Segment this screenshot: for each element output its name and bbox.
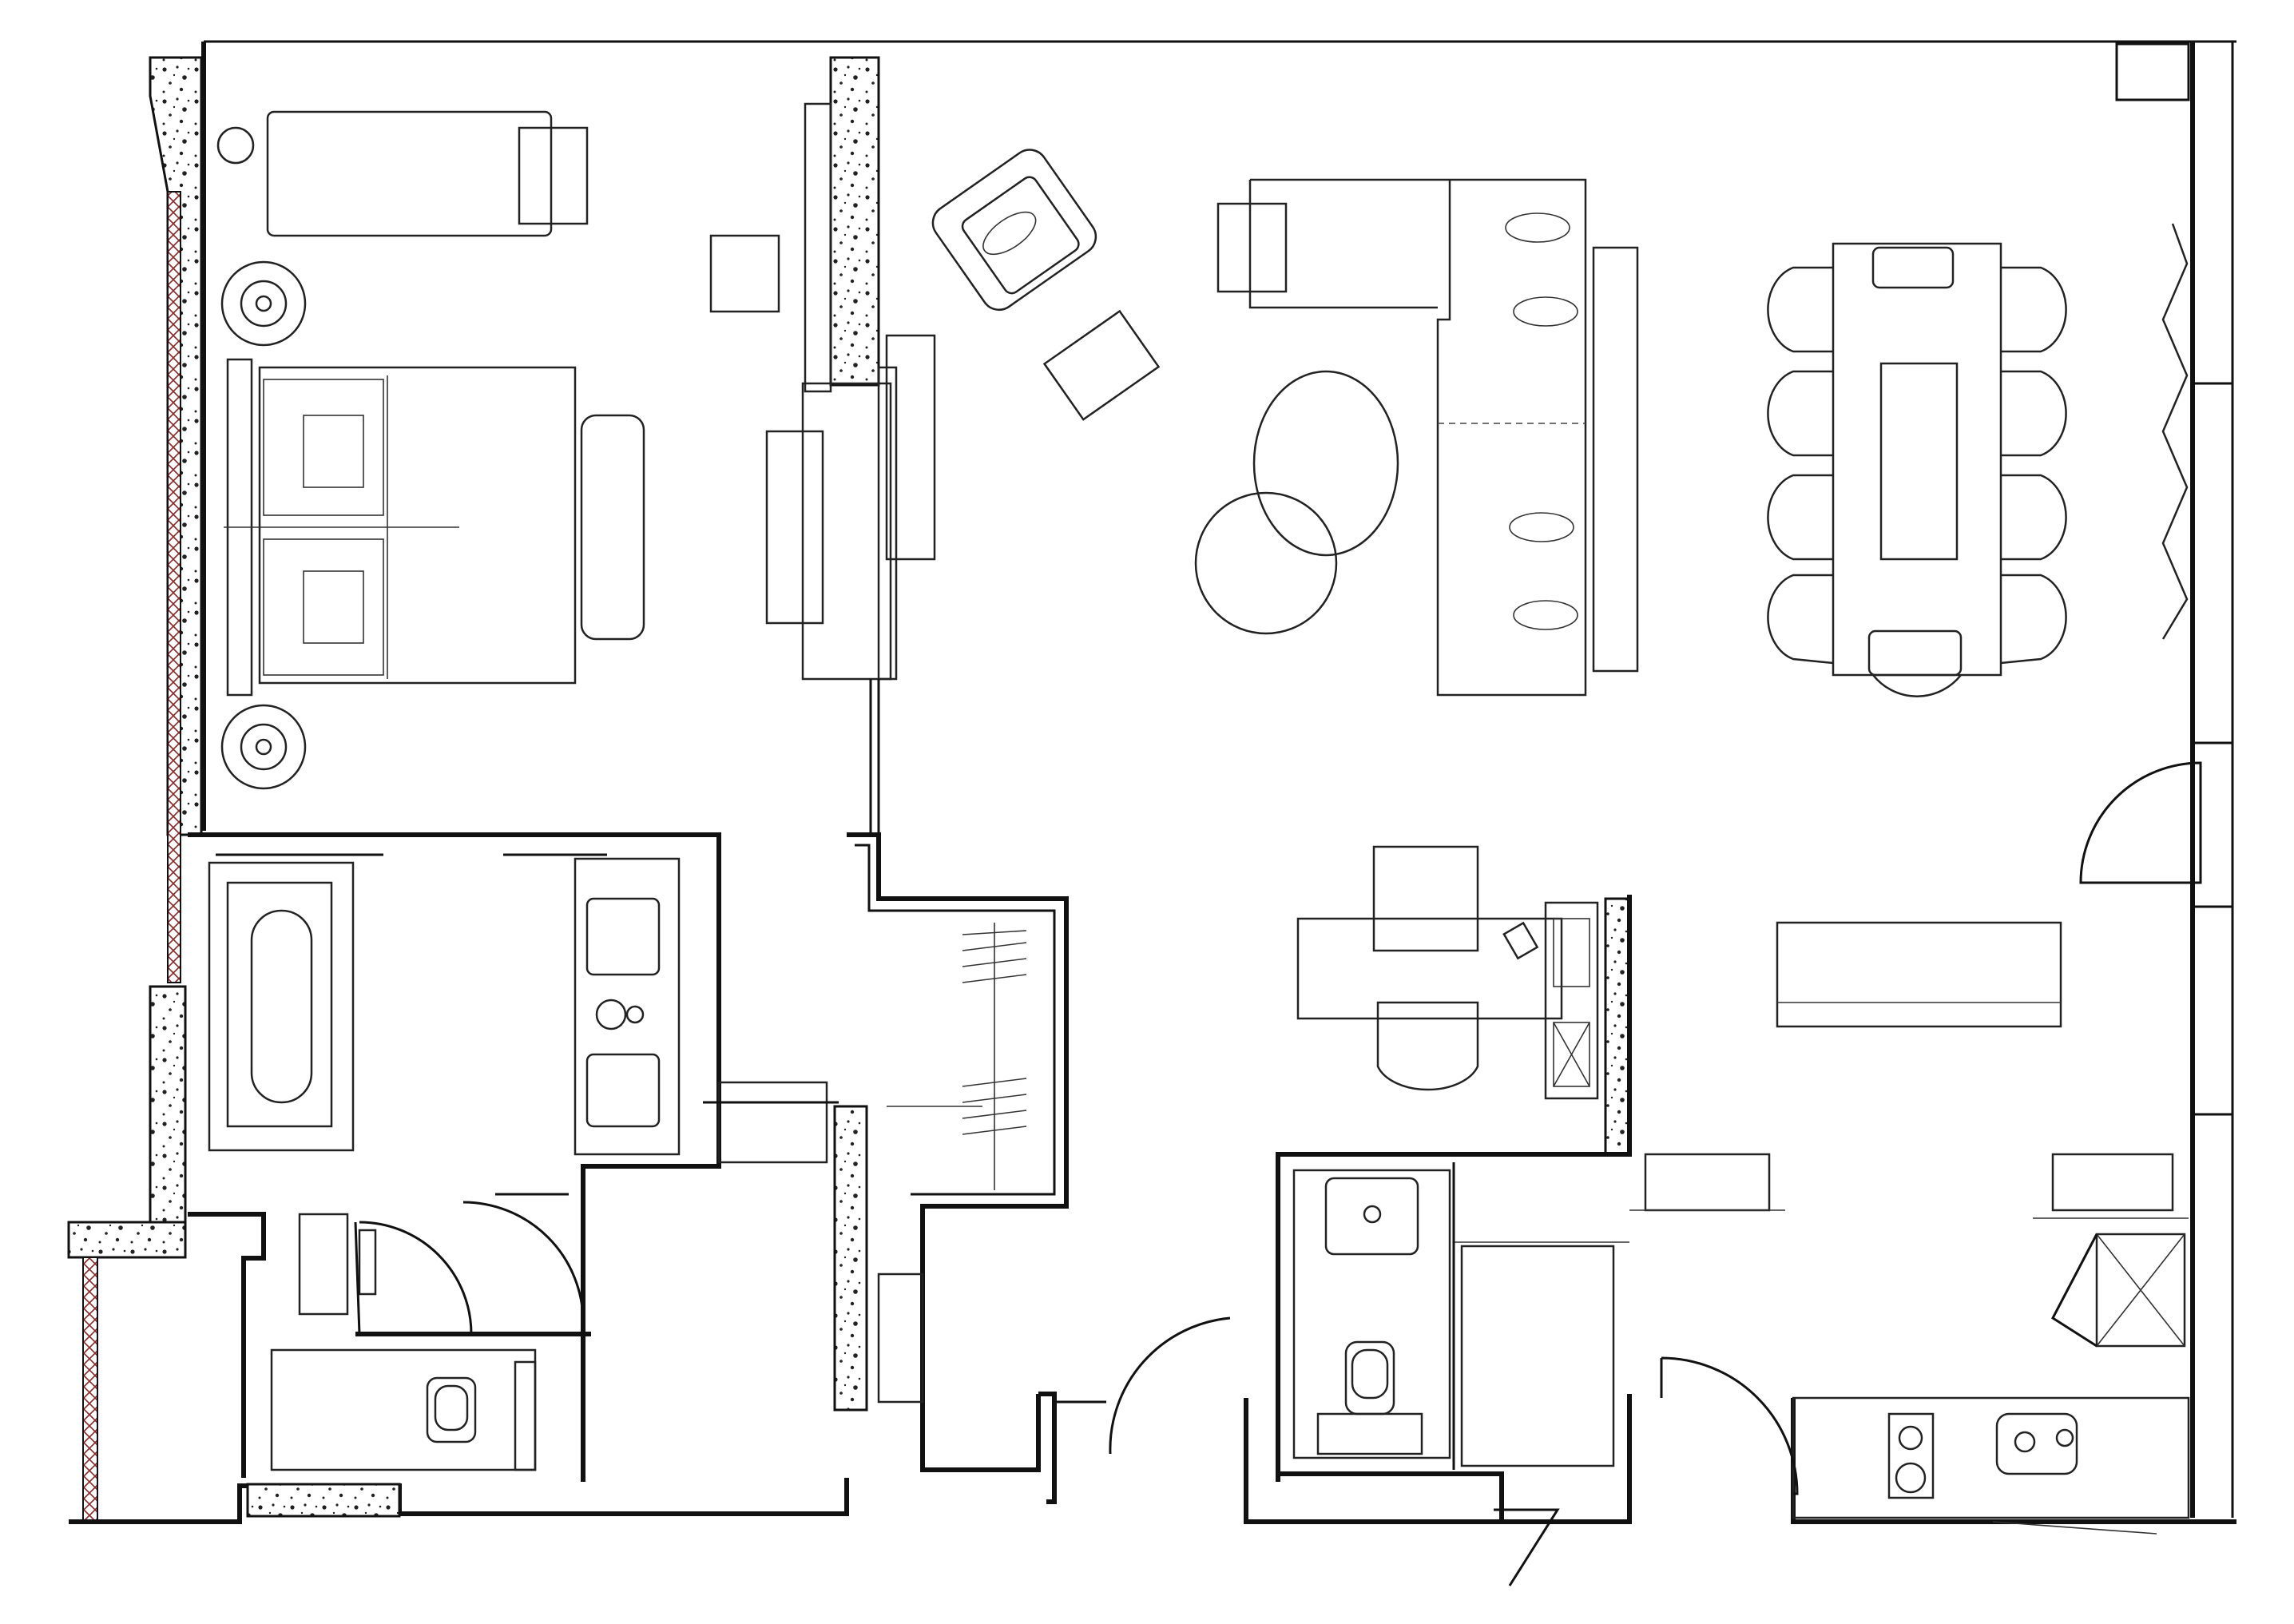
desk-chair: [1376, 1001, 1479, 1091]
vanity: [574, 857, 681, 1156]
nightstand-lamp-icon: [220, 260, 307, 347]
bedroom: [216, 56, 936, 835]
console-table: [1592, 246, 1639, 673]
tv-cabinet: [801, 382, 892, 681]
footstool: [1042, 309, 1161, 421]
pillow-inner: [303, 570, 364, 644]
fridge: [2095, 1233, 2186, 1348]
folding-glazing: [2161, 223, 2189, 640]
cushion: [1505, 212, 1570, 243]
east-window-2: [2191, 905, 2234, 1116]
cabinet: [1644, 1153, 1771, 1212]
kitchen-counter: [1792, 1396, 2190, 1519]
balcony-door: [2079, 761, 2202, 884]
washbasin: [585, 1053, 661, 1128]
bathtub-basin: [250, 909, 313, 1104]
guest-washbasin: [1324, 1177, 1419, 1256]
walk-in-closet: [833, 832, 1069, 1472]
table-centerpiece: [1879, 362, 1959, 561]
fireplace: [885, 334, 936, 561]
master-bathroom: [188, 832, 839, 1482]
brick-veneer: [167, 191, 181, 983]
desk: [1296, 917, 1563, 1020]
sideboard: [1776, 921, 2062, 1028]
lounge-chair: [931, 149, 1097, 312]
service-door: [1494, 1508, 1560, 1586]
daybed: [266, 110, 553, 237]
wc-room: [270, 1348, 537, 1471]
west-column: [149, 985, 187, 1228]
pillow-inner: [303, 415, 364, 488]
tv-unit: [765, 430, 824, 625]
kitchen: [1792, 1153, 2190, 1535]
pillow: [263, 538, 384, 676]
dining-chair: [1871, 246, 1955, 289]
pillow: [263, 379, 384, 516]
coffee-table-round: [1194, 491, 1338, 635]
clothes-hangers: [962, 930, 1027, 1135]
bookshelf: [1544, 901, 1599, 1100]
cooktop: [1887, 1412, 1935, 1499]
dining-chairs-left: [1767, 266, 1834, 665]
sw-column: [67, 1221, 187, 1259]
laundry-unit: [717, 1081, 828, 1164]
sectional-sofa: [1250, 178, 1587, 697]
desk-chair-top: [1372, 845, 1479, 952]
kitchen-cabinet: [2051, 1153, 2174, 1212]
sofa-side-table: [1216, 202, 1288, 293]
living-room: [931, 149, 1639, 697]
exterior-walls: [67, 40, 2236, 1524]
dining-chair-back: [1872, 674, 1962, 697]
study: [1276, 845, 1785, 1482]
sw-brick-veneer: [82, 1257, 98, 1522]
side-table: [709, 234, 780, 313]
closet-shelf: [877, 1273, 924, 1404]
east-window: [2191, 382, 2234, 744]
bed: [258, 366, 577, 685]
guest-closet: [1460, 1245, 1615, 1467]
coffee-table: [1252, 370, 1399, 557]
toilet: [426, 1376, 477, 1443]
study-partition: [1604, 897, 1631, 1156]
dining-room: [1767, 242, 2067, 1028]
powder-room: [188, 1193, 591, 1478]
washbasin: [585, 897, 661, 976]
ottoman: [518, 126, 589, 225]
guest-bathroom: [1276, 1154, 1629, 1522]
cabinet: [298, 1213, 349, 1316]
tv-partition-column: [829, 56, 880, 387]
floor-lamp-icon: [216, 126, 255, 165]
doors: [1054, 761, 2202, 1586]
dining-chairs-right: [2000, 266, 2067, 665]
closet-column: [833, 1105, 868, 1412]
dining-table: [1832, 242, 2002, 677]
bathtub: [208, 861, 355, 1152]
guest-bath-enclosure: [1292, 1169, 1451, 1459]
bed-bench: [580, 414, 645, 641]
dining-chair: [1867, 629, 1963, 677]
south-wall-segment: [246, 1483, 401, 1518]
nightstand-lamp-icon: [220, 704, 307, 790]
kitchen-sink: [1995, 1412, 2078, 1475]
